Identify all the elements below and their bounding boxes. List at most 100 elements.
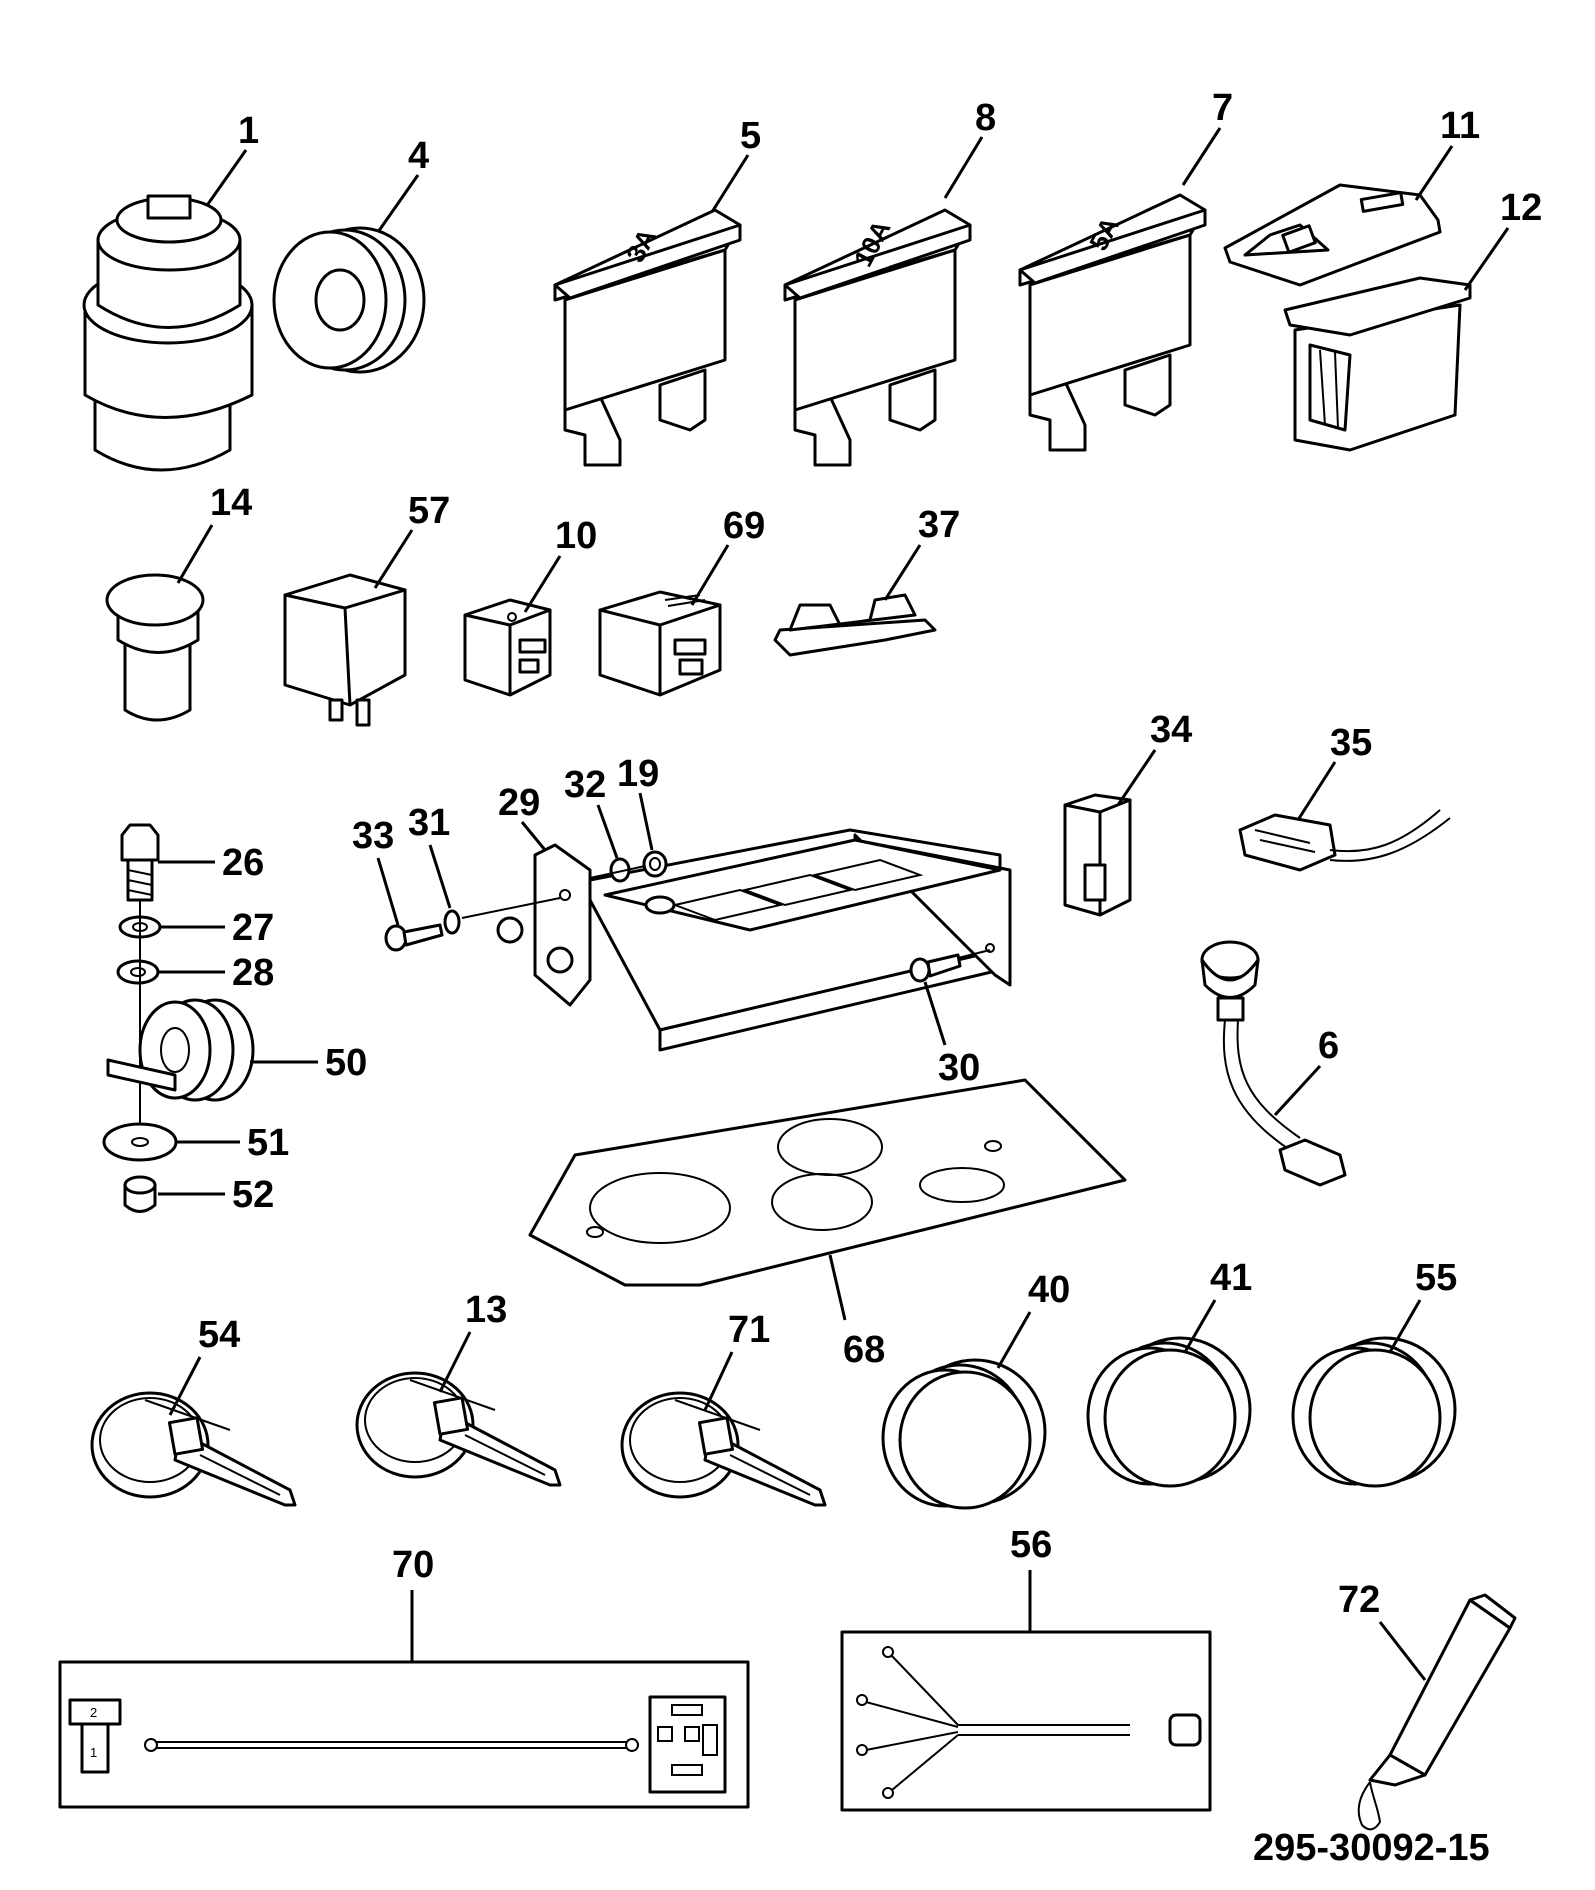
leader-40 [996, 1311, 1032, 1369]
leader-69 [690, 544, 730, 606]
leader-68 [828, 1254, 847, 1321]
part-4-grommet [272, 226, 426, 374]
part-26-bolt [120, 823, 160, 902]
callout-71: 71 [728, 1309, 770, 1351]
leader-54 [168, 1356, 202, 1416]
part-10-mini-relay [463, 598, 552, 697]
harness-pin-1: 1 [90, 1745, 97, 1760]
leader-55 [1388, 1299, 1422, 1353]
leader-57 [373, 529, 414, 589]
callout-14: 14 [210, 482, 252, 524]
part-34-connector [1063, 793, 1132, 917]
callout-27: 27 [232, 907, 274, 949]
callout-33: 33 [352, 815, 394, 857]
leader-14 [176, 524, 214, 584]
part-56-sub-harness [840, 1630, 1212, 1812]
leader-4 [376, 174, 420, 233]
callout-10: 10 [555, 515, 597, 557]
callout-28: 28 [232, 952, 274, 994]
bracket-axis-right [589, 865, 646, 879]
leader-30 [923, 981, 947, 1046]
callout-11: 11 [1440, 105, 1480, 147]
part-68-gasket [528, 1078, 1127, 1287]
part-30-screw [909, 953, 962, 983]
bracket-axis-30 [957, 949, 991, 959]
callout-69: 69 [723, 505, 765, 547]
part-51-washer [102, 1122, 178, 1162]
part-54-cable-tie [90, 1391, 297, 1507]
callout-8: 8 [975, 97, 996, 139]
callout-12: 12 [1500, 187, 1542, 229]
part-13-cable-tie [355, 1371, 562, 1487]
callout-50: 50 [325, 1042, 367, 1084]
leader-1 [206, 149, 248, 205]
leader-29 [520, 821, 547, 851]
leader-6 [1273, 1064, 1322, 1117]
part-57-relay [283, 573, 407, 727]
callout-19: 19 [617, 753, 659, 795]
callout-72: 72 [1338, 1579, 1380, 1621]
part-12-switch-housing [1283, 276, 1472, 452]
part-7-fuse: 5A [1018, 193, 1207, 452]
leader-5 [710, 154, 750, 213]
leader-7 [1181, 127, 1222, 186]
leader-35 [1296, 761, 1337, 821]
callout-37: 37 [918, 504, 960, 546]
callout-40: 40 [1028, 1269, 1070, 1311]
part-72-sealant-tube [1357, 1593, 1517, 1831]
callout-5: 5 [740, 115, 761, 157]
leader-37 [883, 544, 922, 601]
leader-13 [438, 1331, 472, 1393]
callout-54: 54 [198, 1314, 240, 1356]
leader-19 [638, 792, 654, 851]
leader-41 [1183, 1299, 1217, 1353]
leader-34 [1116, 749, 1157, 806]
callout-55: 55 [1415, 1257, 1457, 1299]
part-31-washer [443, 909, 461, 935]
callout-34: 34 [1150, 709, 1192, 751]
callout-31: 31 [408, 802, 450, 844]
part-35-connector-lead [1238, 809, 1451, 872]
part-70-harness: 2 1 [58, 1660, 750, 1809]
harness-pin-2: 2 [90, 1705, 97, 1720]
leader-10 [523, 555, 562, 613]
callout-56: 56 [1010, 1524, 1052, 1566]
part-71-cable-tie [620, 1391, 827, 1507]
part-37-clip [773, 593, 937, 657]
leader-33 [376, 857, 400, 926]
leader-11 [1414, 145, 1454, 201]
callout-51: 51 [247, 1122, 289, 1164]
part-40-blanking-plug [881, 1358, 1047, 1510]
part-6-switch-lead [1200, 940, 1347, 1187]
part-14-plug [105, 573, 205, 722]
part-19-nut [642, 850, 668, 878]
leader-8 [943, 136, 984, 199]
part-8-fuse: 10A [783, 208, 972, 467]
part-41-blanking-plug [1086, 1336, 1252, 1488]
leader-71 [703, 1351, 734, 1411]
callout-29: 29 [498, 782, 540, 824]
part-11-switch-cap [1223, 183, 1442, 287]
part-5-fuse: 3A [553, 208, 742, 467]
callout-6: 6 [1318, 1025, 1339, 1067]
part-1-rotary-switch [82, 194, 254, 472]
callout-26: 26 [222, 842, 264, 884]
callout-7: 7 [1212, 87, 1233, 129]
callout-35: 35 [1330, 722, 1372, 764]
callout-57: 57 [408, 490, 450, 532]
callout-4: 4 [408, 135, 429, 177]
part-29-bracket [496, 843, 592, 1007]
callout-1: 1 [238, 110, 259, 152]
callout-70: 70 [392, 1544, 434, 1586]
part-50-grommet [106, 998, 255, 1102]
callout-52: 52 [232, 1174, 274, 1216]
part-33-screw [384, 923, 444, 952]
part-52-nut [123, 1175, 157, 1213]
callout-41: 41 [1210, 1257, 1252, 1299]
callout-30: 30 [938, 1047, 980, 1089]
leader-72 [1378, 1621, 1427, 1681]
callout-32: 32 [564, 764, 606, 806]
leader-32 [596, 804, 619, 859]
callout-13: 13 [465, 1289, 507, 1331]
